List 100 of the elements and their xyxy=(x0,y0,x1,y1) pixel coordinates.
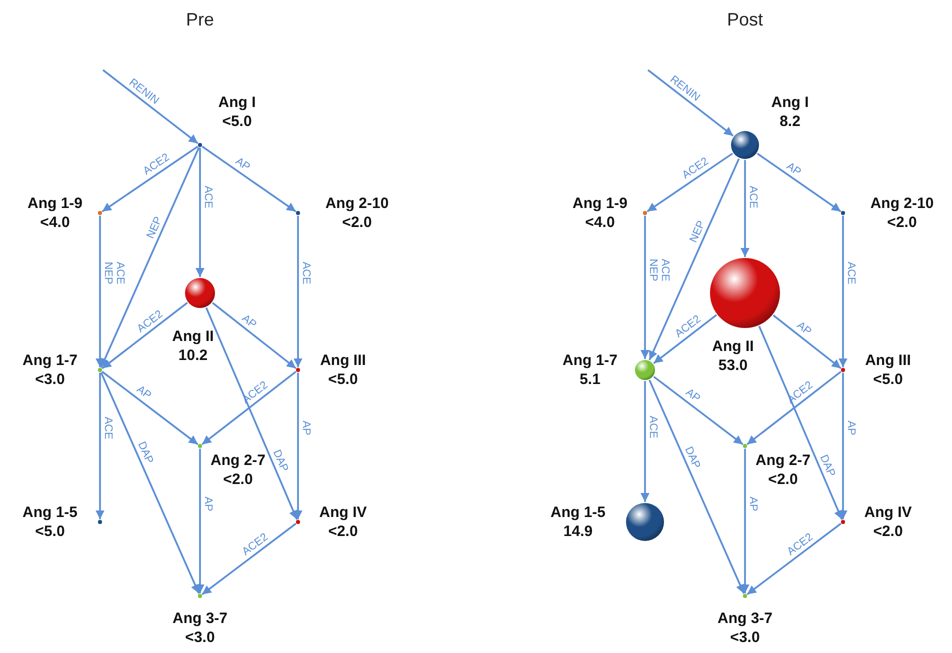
peptide-name: Ang 1-7 xyxy=(22,351,78,370)
dot xyxy=(198,594,202,598)
concentration-value: 10.2 xyxy=(177,346,209,365)
arrow xyxy=(648,158,740,360)
edge-label: ACE xyxy=(747,186,759,208)
arrow xyxy=(640,216,650,359)
arrow xyxy=(740,448,750,594)
concentration-value: <4.0 xyxy=(39,213,71,232)
dot xyxy=(841,520,845,524)
arrow xyxy=(740,160,750,257)
edge-label: DAP xyxy=(270,448,291,474)
edge-label: ACE NEP xyxy=(647,258,671,282)
arrow xyxy=(294,216,302,368)
peptide-name: Ang 1-9 xyxy=(28,194,82,213)
sphere xyxy=(635,360,655,380)
arrow xyxy=(746,522,842,596)
arrow xyxy=(746,370,842,446)
concentration-value: <5.0 xyxy=(872,370,904,389)
peptide-name: Ang 3-7 xyxy=(172,609,228,628)
arrow xyxy=(196,448,204,594)
edge-label: ACE xyxy=(102,417,114,440)
edge-label: AP xyxy=(747,496,759,511)
peptide-name: Ang IV xyxy=(319,503,367,522)
arrow xyxy=(212,302,296,370)
concentration-value: <2.0 xyxy=(222,470,254,489)
concentration-value: <3.0 xyxy=(729,628,761,647)
concentration-value: 8.2 xyxy=(778,112,802,131)
arrow xyxy=(202,522,296,596)
concentration-value: <5.0 xyxy=(327,370,359,389)
peptide-name: Ang I xyxy=(218,93,256,112)
edge-label: AP xyxy=(794,320,814,338)
peptide-name: Ang II xyxy=(712,337,754,356)
concentration-value: 5.1 xyxy=(578,370,602,389)
edge-label: AP xyxy=(202,496,214,511)
dot xyxy=(198,143,202,147)
arrow xyxy=(96,216,104,368)
arrow xyxy=(102,370,198,446)
edge-label: ACE xyxy=(845,262,857,285)
peptide-name: Ang 3-7 xyxy=(718,609,772,628)
peptide-name: Ang III xyxy=(865,351,911,370)
arrow xyxy=(96,372,104,520)
edge-label: AP xyxy=(784,160,804,178)
arrow xyxy=(100,372,200,594)
concentration-value: <3.0 xyxy=(34,370,66,389)
peptide-name: Ang 2-10 xyxy=(870,194,934,213)
arrow xyxy=(205,307,298,520)
edge-label: NEP xyxy=(688,219,708,245)
peptide-name: Ang I xyxy=(771,93,809,112)
concentration-value: <5.0 xyxy=(34,522,66,541)
edge-label: DAP xyxy=(682,445,703,471)
dot xyxy=(841,368,845,372)
sphere xyxy=(185,278,215,308)
arrow xyxy=(653,314,718,364)
edge-label: ACE xyxy=(202,186,214,208)
arrow xyxy=(648,380,745,594)
dot xyxy=(198,444,202,448)
edge-label: ACE NEP xyxy=(102,262,126,285)
dot xyxy=(296,520,300,524)
peptide-name: Ang 1-9 xyxy=(572,194,628,213)
edge-label: DAP xyxy=(818,453,838,479)
arrow xyxy=(202,146,296,212)
sphere xyxy=(626,503,664,541)
concentration-value: <5.0 xyxy=(221,112,253,131)
arrow xyxy=(756,152,842,212)
concentration-value: <2.0 xyxy=(767,470,799,489)
edge-label: DAP xyxy=(136,440,156,466)
dot xyxy=(743,594,747,598)
arrow xyxy=(102,69,198,144)
concentration-value: <3.0 xyxy=(184,628,216,647)
arrow xyxy=(653,376,744,446)
dot xyxy=(98,211,102,215)
edge-label: AP xyxy=(300,421,312,436)
peptide-name: Ang 2-7 xyxy=(756,451,810,470)
concentration-value: <2.0 xyxy=(886,213,918,232)
concentration-value: <2.0 xyxy=(341,213,373,232)
concentration-value: <2.0 xyxy=(872,522,904,541)
panel-title: Post xyxy=(726,10,764,30)
dot xyxy=(296,211,300,215)
dot xyxy=(98,520,102,524)
dot xyxy=(98,368,102,372)
edge-label: AP xyxy=(240,312,259,331)
edge-label: ACE xyxy=(647,416,659,438)
concentration-value: <4.0 xyxy=(584,213,616,232)
arrow xyxy=(838,216,848,368)
arrow xyxy=(772,314,842,370)
edge-label: ACE xyxy=(300,262,312,285)
arrow xyxy=(102,302,188,370)
arrow xyxy=(646,152,734,212)
sphere xyxy=(731,131,759,159)
arrow xyxy=(100,147,200,368)
panel-title: Pre xyxy=(186,10,214,30)
edge-label: NEP xyxy=(144,215,164,241)
dot xyxy=(841,211,845,215)
concentration-value: 53.0 xyxy=(717,356,749,375)
edge-label: AP xyxy=(232,156,252,174)
edge-label: AP xyxy=(682,386,702,406)
arrow xyxy=(647,69,734,137)
edge-label: AP xyxy=(845,421,857,436)
peptide-name: Ang II xyxy=(172,327,214,346)
peptide-name: Ang IV xyxy=(864,503,912,522)
